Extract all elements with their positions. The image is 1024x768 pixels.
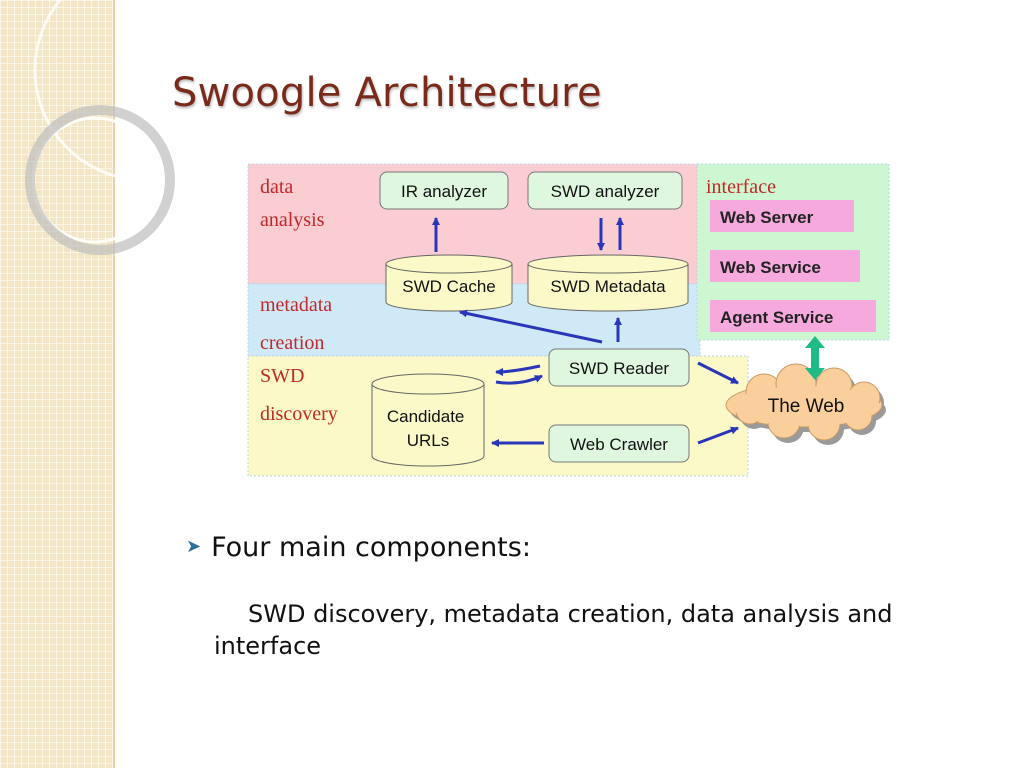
node-web-service: Web Service bbox=[710, 250, 860, 282]
bullet-text: Four main components: bbox=[211, 532, 531, 563]
svg-text:Web Service: Web Service bbox=[720, 258, 821, 277]
svg-text:Candidate URLs: Candidate URLs bbox=[387, 407, 469, 450]
architecture-diagram: data analysis metadata creation SWD disc… bbox=[247, 163, 890, 477]
bullet-item: ➤ Four main components: bbox=[186, 532, 531, 563]
node-swd-reader: SWD Reader bbox=[548, 348, 690, 387]
svg-text:IR analyzer: IR analyzer bbox=[401, 182, 487, 201]
label-interface: interface bbox=[706, 176, 776, 198]
node-web-crawler: Web Crawler bbox=[548, 424, 690, 463]
svg-text:Web Crawler: Web Crawler bbox=[570, 435, 668, 454]
svg-text:SWD analyzer: SWD analyzer bbox=[551, 182, 660, 201]
bullet-subtext: SWD discovery, metadata creation, data a… bbox=[214, 600, 893, 660]
node-agent-service: Agent Service bbox=[710, 300, 876, 332]
node-swd-metadata: SWD Metadata bbox=[527, 254, 689, 312]
svg-text:Web Server: Web Server bbox=[720, 208, 814, 227]
bullet-arrow-icon: ➤ bbox=[186, 536, 202, 557]
node-swd-cache: SWD Cache bbox=[385, 254, 513, 312]
interface-web-double-arrow bbox=[805, 336, 825, 380]
svg-text:Agent Service: Agent Service bbox=[720, 308, 833, 327]
node-ir-analyzer: IR analyzer bbox=[379, 171, 509, 210]
decorative-rings bbox=[25, 0, 180, 255]
svg-text:SWD Cache: SWD Cache bbox=[402, 277, 496, 296]
svg-text:SWD Metadata: SWD Metadata bbox=[550, 277, 666, 296]
node-the-web: The Web bbox=[725, 363, 886, 445]
label-swd-discovery: SWD discovery bbox=[260, 365, 338, 425]
label-metadata-creation: metadata creation bbox=[260, 294, 337, 354]
svg-text:SWD Reader: SWD Reader bbox=[569, 359, 669, 378]
svg-text:The Web: The Web bbox=[768, 396, 845, 417]
node-web-server: Web Server bbox=[710, 200, 854, 232]
slide-title: Swoogle Architecture bbox=[172, 70, 602, 116]
node-swd-analyzer: SWD analyzer bbox=[527, 171, 683, 210]
node-candidate-urls: Candidate URLs bbox=[371, 373, 485, 467]
arrows bbox=[432, 217, 739, 447]
label-data-analysis: data analysis bbox=[260, 176, 325, 231]
